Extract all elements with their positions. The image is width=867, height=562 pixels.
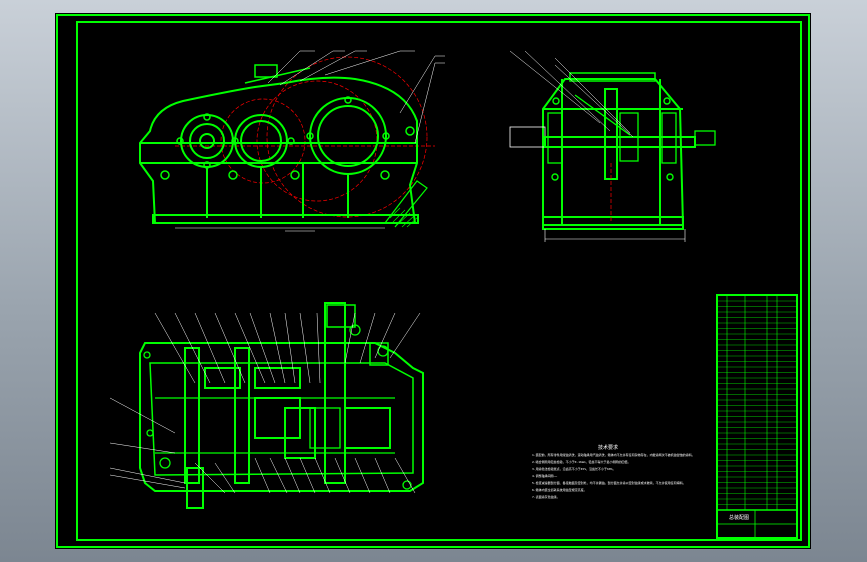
tech-requirement-line: 7.表面涂灰色油漆。 [532, 494, 560, 499]
inner-drawing-frame [76, 21, 802, 541]
tech-requirement-line: 2.啮合侧隙用铅丝检验，不小于0.16mm，铅丝不得大于最小侧隙的四倍。 [532, 459, 630, 464]
tech-requirement-line: 5.检查减速器剖分面、各接触面及密封处，均不许漏油。剖分面允许涂以密封油漆或水玻… [532, 480, 686, 485]
top-view [139, 302, 424, 509]
tech-requirement-line: 6.箱体内装全损耗系统用油至规定高度。 [532, 487, 587, 492]
tech-requirements-heading: 技术要求 [598, 444, 618, 451]
cad-drawing-viewport[interactable]: 技术要求 1.装配前，所有零件用煤油清洗，滚动轴承用汽油清洗，箱体内不允许有任何… [55, 13, 811, 549]
front-view-leaders [267, 50, 445, 144]
parts-list-table [716, 294, 798, 539]
tech-requirement-line: 3.用涂色法检验斑点，沿齿高不小于45%，沿齿长不小于60%。 [532, 466, 615, 471]
top-view-leaders [109, 312, 421, 494]
side-view [509, 72, 716, 242]
drawing-canvas: 技术要求 1.装配前，所有零件用煤油清洗，滚动轴承用汽油清洗，箱体内不允许有任何… [56, 14, 810, 548]
outer-sheet-border [56, 14, 810, 548]
front-view [139, 56, 435, 232]
tech-requirement-line: 4.调整轴承间隙…… [532, 473, 557, 478]
title-block-title: 总装配图 [729, 514, 749, 521]
tech-requirement-line: 1.装配前，所有零件用煤油清洗，滚动轴承用汽油清洗，箱体内不允许有任何杂物存在，… [532, 452, 695, 457]
technical-requirements: 技术要求 1.装配前，所有零件用煤油清洗，滚动轴承用汽油清洗，箱体内不允许有任何… [532, 444, 695, 499]
side-view-leaders [509, 50, 634, 138]
